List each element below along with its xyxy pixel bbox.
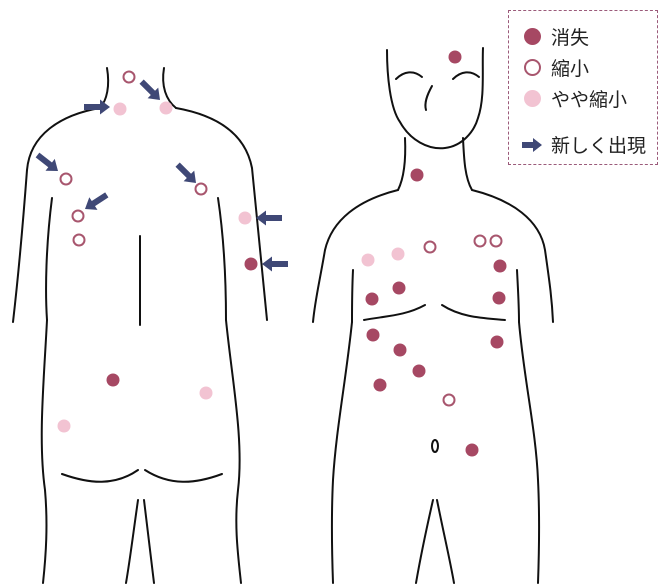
front-lesion-shrunk [425, 242, 436, 253]
back-lesion-slightly-shrunk [200, 387, 213, 400]
back-lesion-shrunk [73, 211, 84, 222]
back-lesion-shrunk [124, 72, 135, 83]
front-chest-left [364, 305, 425, 320]
front-lesion-disappeared [411, 169, 424, 182]
back-buttock-left [62, 470, 138, 482]
back-lesion-shrunk [196, 184, 207, 195]
lesion-markers [33, 51, 507, 457]
back-leg-right [144, 500, 154, 583]
front-lesion-disappeared [367, 329, 380, 342]
new-lesion-arrow-icon [136, 76, 165, 105]
legend-box: 消失 縮小 やや縮小 新しく出現 [508, 10, 658, 165]
back-lesion-slightly-shrunk [160, 102, 173, 115]
legend-label-new: 新しく出現 [551, 131, 646, 158]
new-lesion-arrow-icon [262, 257, 288, 272]
back-lesion-slightly-shrunk [114, 103, 127, 116]
legend-label-shrunk: 縮小 [551, 54, 589, 81]
front-lesion-shrunk [444, 395, 455, 406]
back-lesion-slightly-shrunk [58, 420, 71, 433]
front-lesion-disappeared [394, 344, 407, 357]
pale-dot-icon [521, 88, 543, 110]
front-leg-left [416, 500, 433, 583]
front-eyebrow-left [396, 72, 422, 79]
front-lesion-shrunk [475, 236, 486, 247]
back-side-left [42, 320, 47, 583]
front-lesion-disappeared [366, 293, 379, 306]
legend-label-disappeared: 消失 [551, 23, 589, 50]
front-neck-left [398, 138, 405, 190]
back-view-figure [13, 68, 267, 583]
front-lesion-disappeared [374, 379, 387, 392]
legend-label-slightly-shrunk: やや縮小 [551, 85, 627, 112]
front-arm-inner-right [517, 270, 519, 322]
front-navel [432, 440, 438, 452]
front-shoulder-left [313, 190, 398, 322]
back-lesion-shrunk [74, 235, 85, 246]
ring-dot-icon [521, 57, 543, 79]
back-leg-left [126, 500, 138, 583]
front-neck-right [463, 138, 472, 190]
arrow-right-icon [521, 134, 543, 156]
front-side-left [332, 322, 352, 583]
new-lesion-arrow-icon [33, 149, 63, 177]
front-lesion-disappeared [413, 365, 426, 378]
front-nose [425, 86, 432, 110]
front-leg-right [437, 500, 454, 583]
front-side-right [519, 322, 539, 583]
new-lesion-arrow-icon [84, 100, 110, 115]
back-lesion-shrunk [61, 174, 72, 185]
front-lesion-disappeared [491, 336, 504, 349]
back-torso-left [13, 108, 100, 322]
front-lesion-disappeared [493, 292, 506, 305]
front-lesion-slightly-shrunk [362, 254, 375, 267]
legend-item-disappeared: 消失 [521, 23, 589, 50]
legend-item-shrunk: 縮小 [521, 54, 589, 81]
back-torso-right [176, 108, 267, 320]
legend-item-new: 新しく出現 [521, 131, 646, 158]
front-lesion-disappeared [494, 260, 507, 273]
front-lesion-disappeared [449, 51, 462, 64]
back-arm-inner-right [218, 198, 226, 320]
front-eyebrow-right [453, 72, 479, 79]
front-shoulder-right [472, 190, 553, 322]
front-lesion-disappeared [393, 282, 406, 295]
front-face-outline [387, 48, 483, 148]
front-chest-right [442, 305, 505, 320]
front-lesion-slightly-shrunk [392, 248, 405, 261]
front-lesion-disappeared [466, 444, 479, 457]
back-lesion-disappeared [107, 374, 120, 387]
front-lesion-shrunk [491, 236, 502, 247]
back-buttock-right [145, 470, 222, 482]
back-side-right [226, 320, 241, 583]
new-lesion-arrow-icon [256, 211, 282, 226]
filled-dot-icon [521, 26, 543, 48]
back-arm-inner-left [46, 198, 52, 320]
front-arm-inner-left [352, 270, 353, 322]
legend-item-slightly-shrunk: やや縮小 [521, 85, 627, 112]
back-lesion-slightly-shrunk [239, 212, 252, 225]
new-lesion-arrow-icon [81, 189, 111, 216]
back-lesion-disappeared [245, 258, 258, 271]
